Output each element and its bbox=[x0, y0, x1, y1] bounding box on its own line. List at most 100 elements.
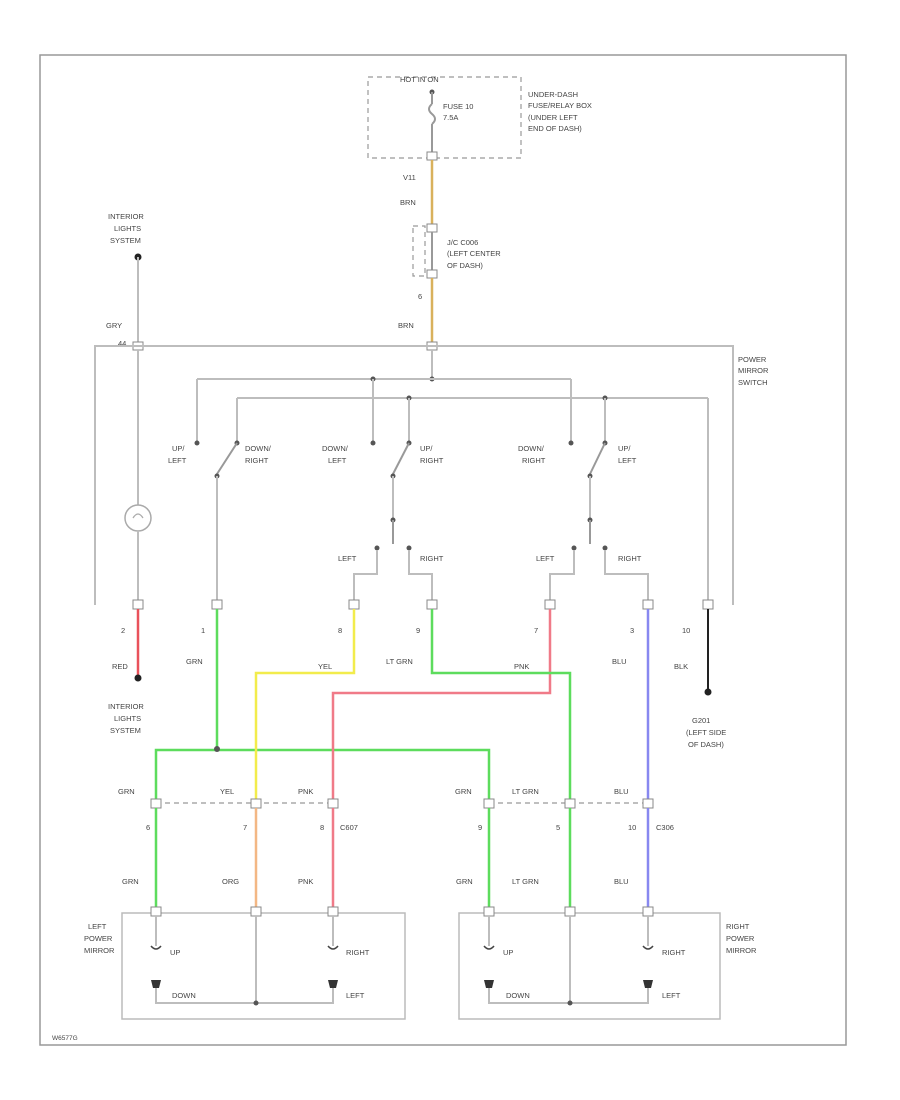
switch-label-1: POWER bbox=[738, 355, 767, 364]
wire-pnk bbox=[331, 609, 552, 803]
conn-upper-wire-5: LT GRN bbox=[512, 787, 539, 796]
sw-up-left-b-1: UP/ bbox=[618, 444, 631, 453]
switch-pin-6: 3 bbox=[630, 626, 634, 635]
left-mirror-box bbox=[121, 912, 406, 1020]
pin-v11: V11 bbox=[403, 173, 416, 182]
jc-label-2: (LEFT CENTER bbox=[447, 249, 501, 258]
right-mirror-down-motor-icon bbox=[484, 980, 494, 988]
conn-label-c607: C607 bbox=[340, 823, 358, 832]
int-lights-bottom-1: INTERIOR bbox=[108, 702, 144, 711]
conn-lower-wire-2: ORG bbox=[222, 877, 239, 886]
switch-label-3: SWITCH bbox=[738, 378, 768, 387]
conn-lower-wire-5: LT GRN bbox=[512, 877, 539, 886]
switch-wire-5: PNK bbox=[514, 662, 529, 671]
left-mirror-down-motor-icon bbox=[151, 980, 161, 988]
selector-right-2: RIGHT bbox=[618, 554, 642, 563]
ground-g201-terminal bbox=[704, 688, 712, 696]
jc-outline bbox=[412, 225, 426, 277]
left-mirror-left-motor-icon bbox=[328, 980, 338, 988]
fuse-box-label-2: FUSE/RELAY BOX bbox=[528, 101, 592, 110]
conn-pin-4: 9 bbox=[478, 823, 482, 832]
switch-wire-7: BLK bbox=[674, 662, 688, 671]
hot-label: HOT IN ON bbox=[400, 75, 439, 84]
conn-upper-wire-6: BLU bbox=[614, 787, 629, 796]
figure-id: W6577G bbox=[52, 1035, 78, 1042]
pin-44: 44 bbox=[118, 339, 126, 348]
conn-label-c306: C306 bbox=[656, 823, 674, 832]
wire-brn-mid-label: BRN bbox=[398, 321, 414, 330]
right-mirror-up-label: UP bbox=[503, 948, 513, 957]
wire-lt-grn bbox=[430, 609, 572, 803]
sw-up-right-1: UP/ bbox=[420, 444, 433, 453]
wire-gry-label: GRY bbox=[106, 321, 122, 330]
jc-label-1: J/C C006 bbox=[447, 238, 478, 247]
switch-wire-2: GRN bbox=[186, 657, 203, 666]
right-mirror-right-label: RIGHT bbox=[662, 948, 686, 957]
sw-up-right-2: RIGHT bbox=[420, 456, 444, 465]
right-mirror-label-2: POWER bbox=[726, 934, 755, 943]
switch-wire-4: LT GRN bbox=[386, 657, 413, 666]
int-lights-top-3: SYSTEM bbox=[110, 236, 141, 245]
ground-label-3: OF DASH) bbox=[688, 740, 724, 749]
int-lights-bottom-terminal bbox=[134, 674, 142, 682]
sw-up-left-a-2: LEFT bbox=[168, 456, 187, 465]
right-mirror-down-label: DOWN bbox=[506, 991, 530, 1000]
jc-label-3: OF DASH) bbox=[447, 261, 483, 270]
left-mirror-label-3: MIRROR bbox=[84, 946, 115, 955]
selector-left-2: LEFT bbox=[536, 554, 555, 563]
selector-right-1: RIGHT bbox=[420, 554, 444, 563]
lamp-icon bbox=[124, 504, 152, 532]
wire-yel bbox=[254, 609, 356, 803]
pin-6: 6 bbox=[418, 292, 422, 301]
conn-lower-wire-1: GRN bbox=[122, 877, 139, 886]
left-mirror-right-motor-icon bbox=[327, 945, 339, 950]
wire-grn bbox=[154, 609, 491, 803]
conn-upper-wire-1: GRN bbox=[118, 787, 135, 796]
switch-pin-4: 9 bbox=[416, 626, 420, 635]
switch-pin-2: 1 bbox=[201, 626, 205, 635]
fuse-symbol bbox=[428, 103, 436, 125]
sw-down-left-1: DOWN/ bbox=[322, 444, 349, 453]
left-mirror-up-label: UP bbox=[170, 948, 180, 957]
switch-wire-1: RED bbox=[112, 662, 128, 671]
diagram-frame bbox=[39, 54, 847, 1046]
fuse-box-outline bbox=[367, 76, 522, 159]
ground-label-2: (LEFT SIDE bbox=[686, 728, 726, 737]
left-mirror-right-label: RIGHT bbox=[346, 948, 370, 957]
sw-down-right-a-2: RIGHT bbox=[245, 456, 269, 465]
conn-lower-wire-4: GRN bbox=[456, 877, 473, 886]
right-mirror-right-motor-icon bbox=[642, 945, 654, 950]
right-mirror-box bbox=[458, 912, 721, 1020]
sw-down-left-2: LEFT bbox=[328, 456, 347, 465]
conn-upper-wire-4: GRN bbox=[455, 787, 472, 796]
conn-pin-2: 7 bbox=[243, 823, 247, 832]
right-mirror-left-label: LEFT bbox=[662, 991, 681, 1000]
right-mirror-left-motor-icon bbox=[643, 980, 653, 988]
left-mirror-up-motor-icon bbox=[150, 945, 162, 950]
selector-left-1: LEFT bbox=[338, 554, 357, 563]
switch-pin-7: 10 bbox=[682, 626, 690, 635]
switch-pin-1: 2 bbox=[121, 626, 125, 635]
sw-up-left-a-1: UP/ bbox=[172, 444, 185, 453]
int-lights-bottom-2: LIGHTS bbox=[114, 714, 141, 723]
sw-down-right-a-1: DOWN/ bbox=[245, 444, 272, 453]
sw-down-right-b-2: RIGHT bbox=[522, 456, 546, 465]
conn-pin-6: 10 bbox=[628, 823, 636, 832]
switch-pin-5: 7 bbox=[534, 626, 538, 635]
wire-brn-top-label: BRN bbox=[400, 198, 416, 207]
left-mirror-left-label: LEFT bbox=[346, 991, 365, 1000]
int-lights-top-2: LIGHTS bbox=[114, 224, 141, 233]
conn-upper-wire-2: YEL bbox=[220, 787, 234, 796]
conn-pin-1: 6 bbox=[146, 823, 150, 832]
right-mirror-label-1: RIGHT bbox=[726, 922, 750, 931]
fuse-box-label-4: END OF DASH) bbox=[528, 124, 582, 133]
switch-wire-6: BLU bbox=[612, 657, 627, 666]
switch-outline-top bbox=[94, 345, 734, 605]
right-mirror-label-3: MIRROR bbox=[726, 946, 757, 955]
fuse-label-1: FUSE 10 bbox=[443, 102, 473, 111]
conn-upper-wire-3: PNK bbox=[298, 787, 313, 796]
right-mirror-up-motor-icon bbox=[483, 945, 495, 950]
connector-v11 bbox=[426, 151, 438, 161]
fuse-box-label-3: (UNDER LEFT bbox=[528, 113, 578, 122]
